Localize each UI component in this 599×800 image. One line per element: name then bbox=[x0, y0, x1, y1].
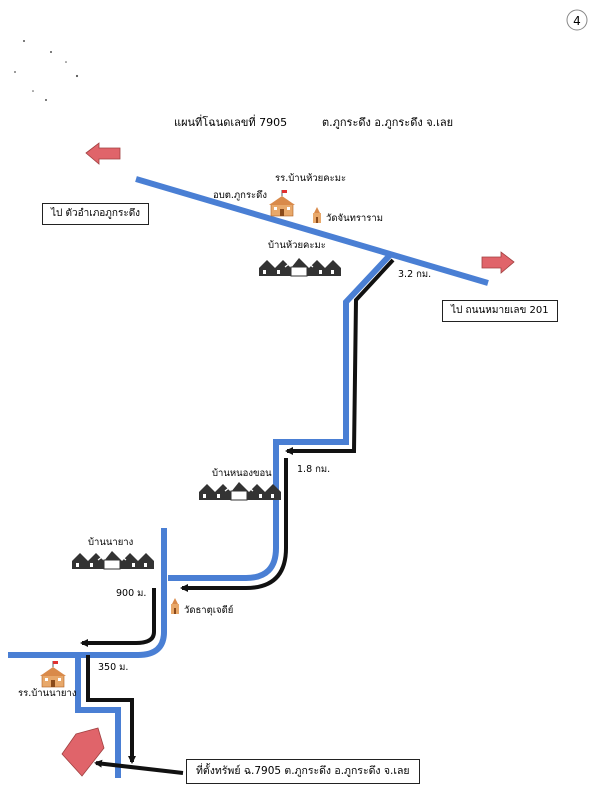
school-icon bbox=[39, 660, 67, 688]
roads bbox=[8, 176, 489, 778]
left-arrow-icon bbox=[85, 142, 121, 165]
village-icon bbox=[258, 255, 342, 277]
cross-road-na-yang bbox=[8, 528, 167, 658]
label-wat-that-chedi: วัดธาตุเจดีย์ bbox=[184, 604, 233, 616]
direction-box-highway-201: ไป ถนนหมายเลข 201 bbox=[442, 300, 558, 322]
scan-specks bbox=[14, 40, 79, 101]
label-school-huai-khama: รร.บ้านห้วยคะมะ bbox=[275, 173, 346, 184]
label-village-nong-khon: บ้านหนองขอน bbox=[212, 468, 272, 479]
label-village-na-yang: บ้านนายาง bbox=[88, 537, 133, 548]
map-title-location: ต.ภูกระดึง อ.ภูกระดึง จ.เลย bbox=[322, 116, 453, 129]
distance-2: 1.8 กม. bbox=[297, 464, 330, 475]
label-sao-phu-kradueng: อบต.ภูกระดึง bbox=[213, 190, 267, 201]
svg-text:4: 4 bbox=[573, 14, 581, 28]
distance-4: 350 ม. bbox=[98, 662, 128, 673]
label-wat-chantharam: วัดจันทราราม bbox=[326, 213, 383, 224]
route-line bbox=[80, 258, 395, 775]
road-to-property bbox=[75, 657, 121, 778]
main-highway bbox=[135, 176, 489, 286]
temple-icon bbox=[313, 207, 321, 223]
map-title-deed: แผนที่โฉนดเลขที่ 7905 bbox=[174, 114, 287, 129]
distance-3: 900 ม. bbox=[116, 588, 146, 599]
page-number: 4 bbox=[566, 9, 588, 31]
property-location-box: ที่ตั้งทรัพย์ ฉ.7905 ต.ภูกระดึง อ.ภูกระด… bbox=[186, 759, 420, 784]
distance-1: 3.2 กม. bbox=[398, 269, 431, 280]
temple-icon bbox=[171, 598, 179, 614]
village-icon bbox=[71, 548, 155, 570]
label-school-na-yang: รร.บ้านนายาง bbox=[18, 688, 76, 699]
label-village-huai-khama: บ้านห้วยคะมะ bbox=[268, 240, 326, 251]
road-segment-1 bbox=[168, 251, 394, 581]
right-arrow-icon bbox=[481, 251, 515, 274]
property-marker-icon bbox=[61, 727, 105, 777]
village-icon bbox=[198, 479, 282, 501]
direction-box-phu-kradueng: ไป ตัวอำเภอภูกระดึง bbox=[42, 203, 150, 225]
school-icon bbox=[268, 189, 296, 217]
